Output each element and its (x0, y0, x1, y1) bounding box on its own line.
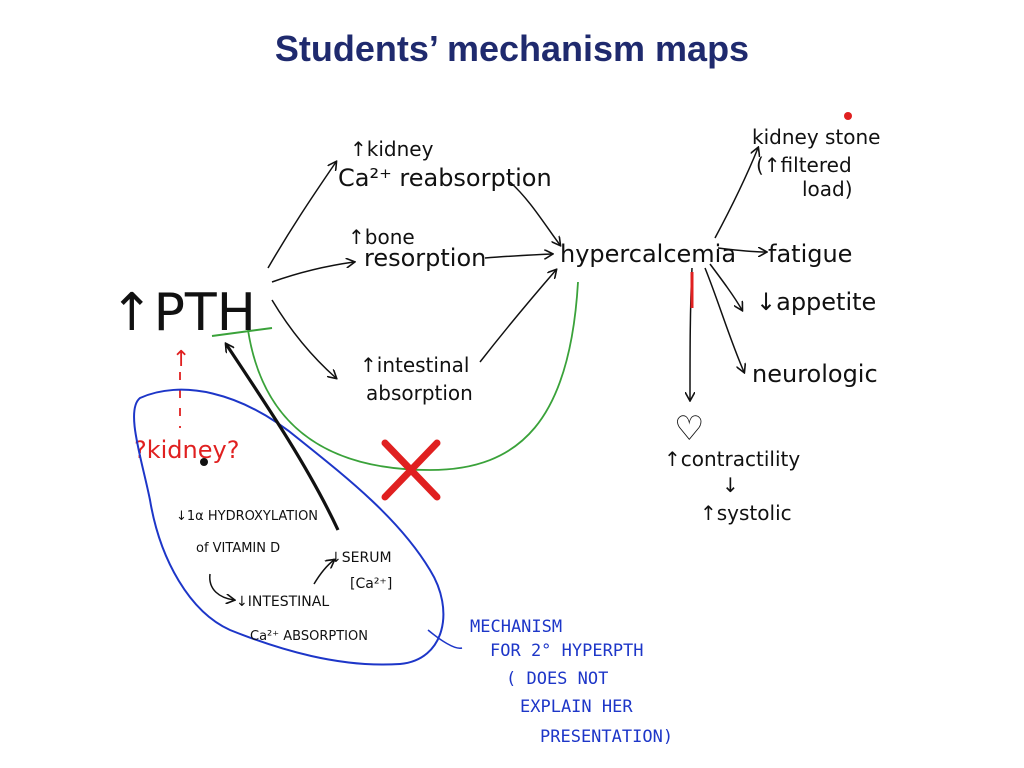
red-kidney-question: ?kidney? (134, 436, 239, 464)
pth-node: ↑PTH (110, 283, 256, 343)
node-kidney-stone-line2: (↑filtered (756, 153, 852, 177)
arrow-pth-to-bone (271, 262, 354, 283)
student-intestinal-line2: Ca²⁺ ABSORPTION (250, 629, 368, 644)
blue-leader-line (427, 629, 463, 649)
slide-title: Students’ mechanism maps (274, 28, 750, 69)
blue-note-line1: MECHANISM (470, 617, 562, 637)
arrow-pth-to-kidney (267, 162, 336, 269)
arrow-hydroxylation-to-intestinal (209, 573, 234, 600)
node-intestinal-line1: ↑intestinal (360, 353, 469, 377)
node-kidney-stone-line3: load) (802, 177, 853, 201)
heart-icon: ♡ (674, 409, 704, 449)
node-fatigue: fatigue (768, 240, 852, 268)
node-appetite: ↓appetite (756, 288, 876, 316)
red-dot-on-stone (844, 112, 852, 120)
arrow-hypercalcemia-to-appetite (709, 263, 742, 310)
node-bone-line1: ↑bone (348, 225, 415, 249)
node-bone-line2: resorption (364, 244, 486, 272)
blue-note-line5: PRESENTATION) (540, 727, 673, 747)
blue-note-line4: EXPLAIN HER (520, 697, 633, 717)
node-kidney-ca-line2: Ca²⁺ reabsorption (338, 164, 552, 192)
red-up-arrow: ↑ (172, 347, 190, 372)
blue-student-map-enclosure (133, 388, 445, 666)
red-x-mark (381, 439, 441, 501)
student-serum-line1: ↓SERUM (330, 550, 392, 566)
node-intestinal-line2: absorption (366, 381, 473, 405)
arrow-pth-to-intestinal (271, 299, 336, 378)
arrow-hypercalcemia-to-stone (714, 148, 758, 239)
negative-feedback-curve (247, 281, 579, 471)
student-hydroxylation-line1: ↓1α HYDROXYLATION (176, 509, 318, 524)
node-kidney-stone-line1: kidney stone (752, 125, 881, 149)
node-contractility: ↑contractility (664, 447, 800, 471)
student-intestinal-line1: ↓INTESTINAL (236, 594, 329, 610)
arrow-serum-to-pth (226, 344, 340, 531)
node-hypercalcemia: hypercalcemia (560, 240, 736, 268)
node-contractility-down-arrow: ↓ (722, 473, 739, 497)
node-neurologic: neurologic (752, 360, 878, 388)
arrow-bone-to-hypercalcemia (484, 254, 552, 258)
negative-feedback-bar (211, 327, 273, 337)
dot-marker (200, 458, 208, 466)
node-systolic: ↑systolic (700, 501, 792, 525)
student-serum-line2: [Ca²⁺] (350, 576, 392, 592)
student-hydroxylation-line2: of VITAMIN D (196, 541, 280, 556)
arrow-hypercalcemia-to-neurologic (704, 267, 744, 372)
blue-note-line3: ( DOES NOT (506, 669, 608, 689)
arrow-hypercalcemia-to-fatigue (717, 248, 766, 252)
arrow-intestinal-to-serum (313, 560, 334, 585)
arrow-intestinal-to-hypercalcemia (479, 270, 556, 363)
node-kidney-ca-line1: ↑kidney (350, 137, 434, 161)
arrow-kidney-to-hypercalcemia (509, 181, 560, 245)
blue-note-line2: FOR 2° HYPERPTH (490, 641, 644, 661)
